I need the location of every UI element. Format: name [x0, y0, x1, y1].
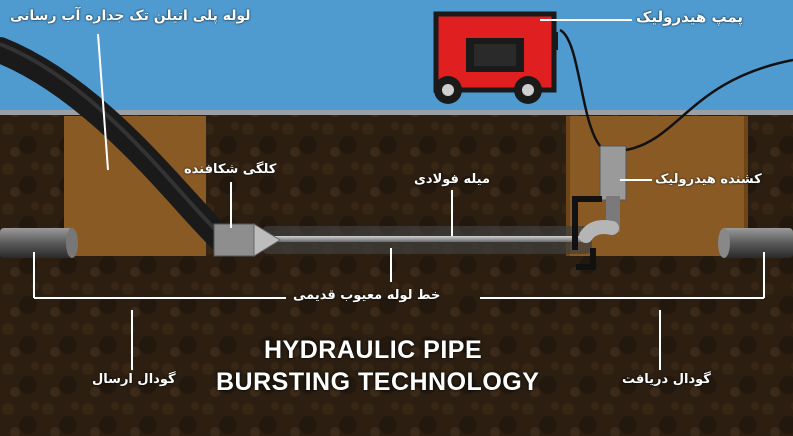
pe-pipe [0, 37, 235, 253]
callout-lines [33, 19, 765, 370]
hydraulic-puller-label: کشنده هیدرولیک [655, 172, 762, 187]
steel-rod [262, 236, 586, 242]
bursting-head-cone [253, 223, 281, 257]
hydraulic-pump-label: پمپ هیدرولیک [636, 8, 744, 26]
puller-cylinder [599, 145, 627, 201]
bursting-head-body [213, 223, 255, 257]
title-line-1: HYDRAULIC PIPE [264, 336, 483, 364]
launch-pit-label: گودال ارسال [92, 372, 176, 387]
old-pipe-left [0, 228, 72, 258]
old-pipe-right [722, 228, 793, 258]
sky [0, 0, 793, 112]
hydraulic-hose-1 [559, 28, 602, 147]
old-pipe-line-label: خط لوله معیوب قدیمی [293, 288, 441, 303]
title-line-2: BURSTING TECHNOLOGY [216, 368, 540, 396]
hydraulic-hose-2 [625, 58, 793, 152]
pe-pipe-label: لوله پلی اتیلن تک جداره آب رسانی [10, 8, 251, 24]
bursting-head-label: کلگی شکافنده [184, 162, 277, 177]
ground-surface [0, 110, 793, 116]
receiving-pit-label: گودال دریافت [622, 372, 711, 387]
hydraulic-pump [433, 11, 558, 104]
steel-rod-label: میله فولادی [414, 172, 491, 187]
